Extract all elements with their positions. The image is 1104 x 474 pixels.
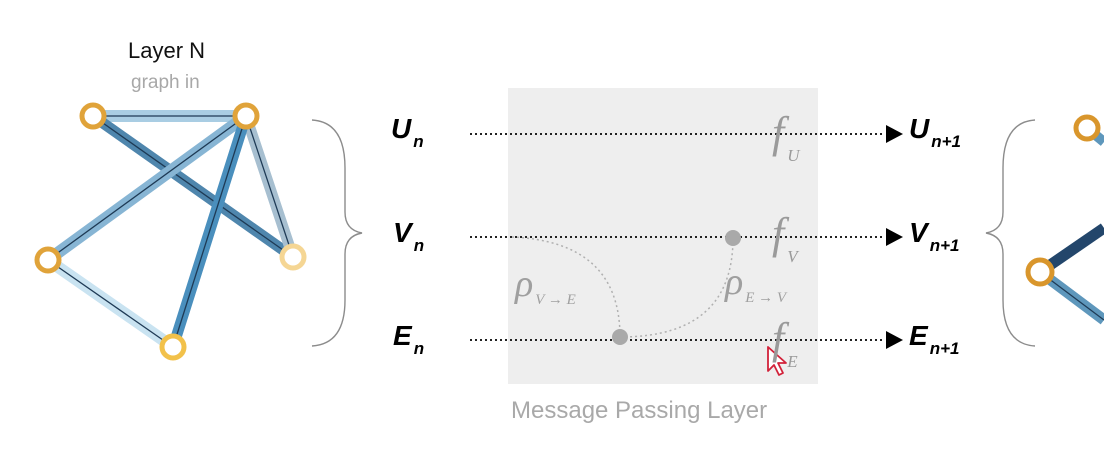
right-graph-partial [1025, 114, 1104, 325]
left-graph-edges [42, 110, 299, 353]
left-graph-nodes [34, 102, 307, 361]
edge-b-d [167, 110, 252, 353]
node-b [232, 102, 260, 130]
right-node-mid [1025, 257, 1055, 287]
v-arrowhead [886, 228, 903, 246]
message-passing-caption: Message Passing Layer [511, 397, 768, 424]
graph-title: Layer N [128, 38, 206, 63]
e-arrowhead [886, 331, 903, 349]
pool-v-to-e-curve [511, 236, 621, 338]
node-d [159, 333, 187, 361]
node-a [79, 102, 107, 130]
node-e [279, 243, 307, 271]
pool-point-v [725, 230, 741, 246]
edge-b-c [42, 110, 252, 266]
u-arrowhead [886, 125, 903, 143]
edge-a-e [87, 110, 299, 263]
edge-c-d [42, 254, 179, 353]
right-brace [985, 119, 1036, 347]
left-brace [311, 119, 363, 347]
node-c [34, 246, 62, 274]
mouse-cursor-icon [767, 346, 787, 376]
pool-point-e [612, 329, 628, 345]
pool-e-to-v-curve [619, 237, 734, 338]
right-node-top [1073, 114, 1101, 142]
graph-subtitle: graph in [131, 72, 200, 93]
edge-b-e [240, 110, 299, 263]
